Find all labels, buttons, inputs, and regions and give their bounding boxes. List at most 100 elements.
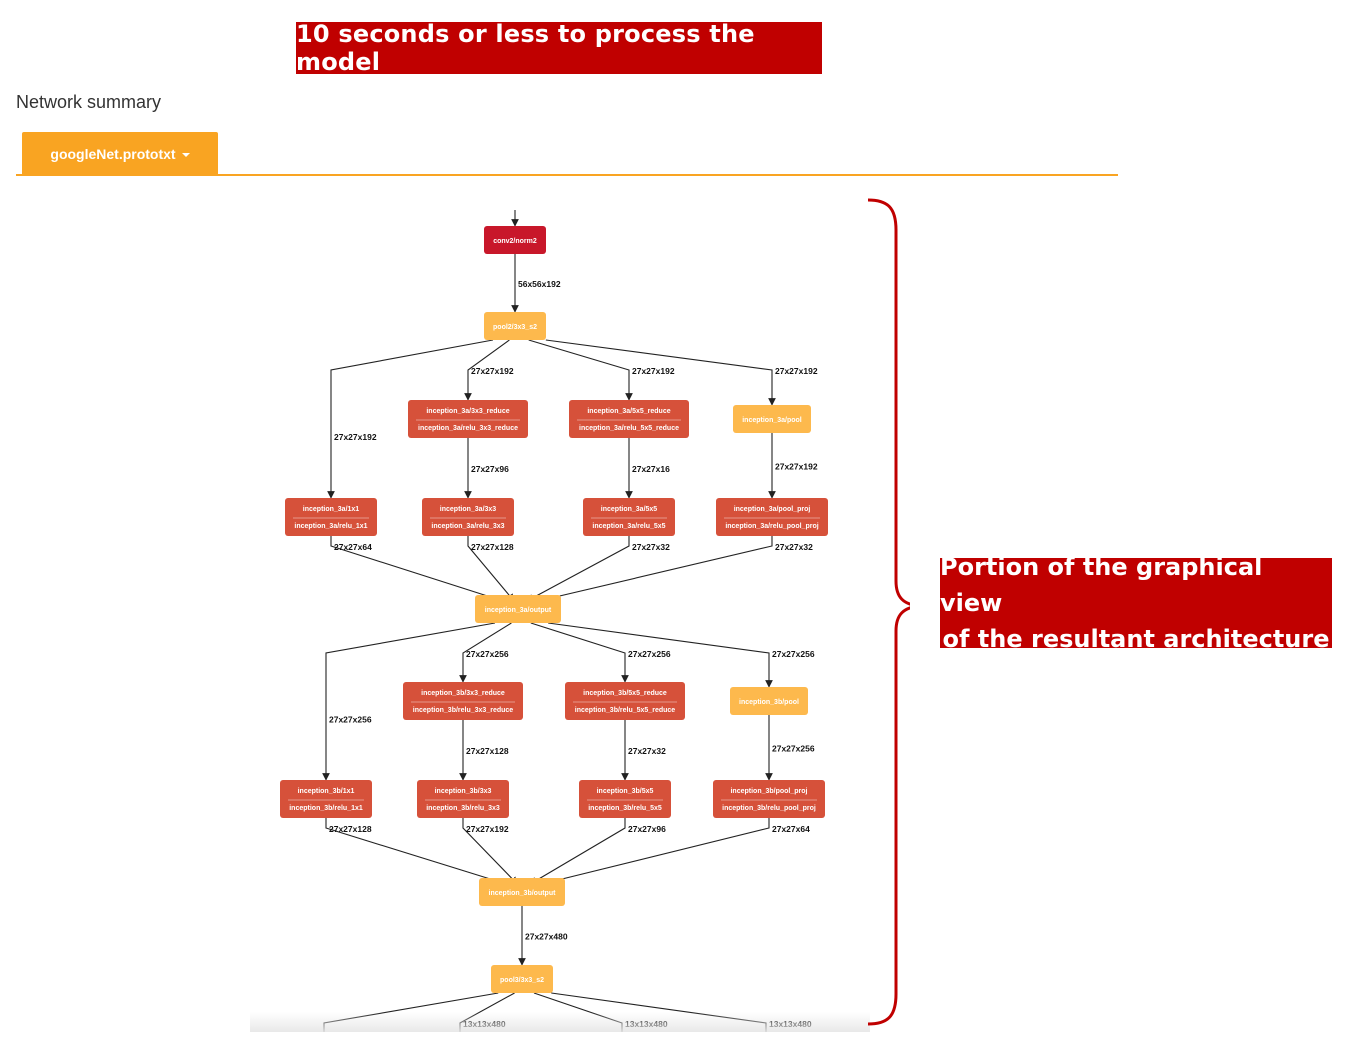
graph-node-sublabel: inception_3b/relu_3x3_reduce <box>413 707 513 714</box>
graph-node-box <box>475 595 561 623</box>
network-graph-svg: 56x56x192 27x27x192 27x27x192 27x27x192 27x2… <box>280 210 828 1032</box>
graph-node-box <box>716 498 828 536</box>
graph-edge: 27x27x256 <box>548 622 815 688</box>
edge-shape-label: 27x27x256 <box>628 649 671 659</box>
graph-node-box <box>422 498 514 536</box>
graph-edge-line <box>325 818 508 886</box>
graph-node-sublabel: inception_3a/relu_1x1 <box>294 523 367 530</box>
graph-edge: 27x27x480 <box>518 906 568 966</box>
graph-node-label: inception_3b/1x1 <box>298 788 355 795</box>
graph-node-n-3b-3x3r[interactable]: inception_3b/3x3_reduceinception_3b/relu… <box>403 682 523 720</box>
process-time-banner: 10 seconds or less to process the model <box>296 20 822 76</box>
edge-shape-label: 27x27x16 <box>632 464 670 474</box>
graph-edge-line <box>462 818 518 885</box>
graph-node-box <box>479 878 565 906</box>
graph-node-n-3a-3x3r[interactable]: inception_3a/3x3_reduceinception_3a/relu… <box>408 400 528 438</box>
graph-node-sublabel: inception_3b/relu_1x1 <box>289 805 363 812</box>
graph-node-n-3a-out[interactable]: inception_3a/output <box>475 595 561 623</box>
graph-edge: 27x27x256 <box>322 622 496 781</box>
edge-shape-label: 27x27x192 <box>466 824 509 834</box>
graph-callout: Portion of the graphical view of the res… <box>940 553 1332 653</box>
graph-node-n-3a-pp[interactable]: inception_3a/pool_projinception_3a/relu_… <box>716 498 828 536</box>
graph-node-box <box>285 498 377 536</box>
graph-edge-line <box>327 339 494 499</box>
graph-scroll-fade <box>250 1012 870 1032</box>
caret-down-icon <box>181 152 190 157</box>
edge-shape-label: 27x27x64 <box>772 824 810 834</box>
graph-edge-line <box>529 818 626 885</box>
callout-line-1: Portion of the graphical view <box>940 553 1263 617</box>
edge-shape-label: 27x27x480 <box>525 932 568 942</box>
edge-shape-label: 27x27x128 <box>329 824 372 834</box>
graph-edge-line <box>464 339 510 401</box>
graph-node-n-3a-5x5r[interactable]: inception_3a/5x5_reduce inception_3a/relu… <box>569 400 689 438</box>
graph-node-n-3b-1x1[interactable]: inception_3b/1x1 inception_3b/relu_1x1 <box>280 780 372 818</box>
graph-node-box <box>491 965 553 993</box>
graph-node-sublabel: inception_3a/relu_3x3 <box>431 523 504 530</box>
graph-edge: 27x27x192 <box>464 339 514 401</box>
graph-node-box <box>484 226 546 254</box>
graph-edge: 27x27x256 <box>459 622 512 683</box>
file-tab-label: googleNet.prototxt <box>50 145 176 162</box>
edge-shape-label: 27x27x256 <box>466 649 509 659</box>
edge-shape-label: 27x27x192 <box>775 366 818 376</box>
graph-node-label: pool3/3x3_s2 <box>500 977 544 984</box>
graph-edge: 27x27x128 <box>459 720 509 781</box>
graph-edge: 27x27x96 <box>464 438 509 499</box>
graph-node-box <box>484 312 546 340</box>
graph-node-label: inception_3a/5x5_reduce <box>587 408 670 415</box>
graph-node-sublabel: inception_3a/relu_5x5 <box>592 523 665 530</box>
graph-node-box <box>730 687 808 715</box>
edge-shape-label: 27x27x96 <box>471 464 509 474</box>
edge-shape-label: 56x56x192 <box>518 279 561 289</box>
graph-node-label: inception_3a/pool <box>742 417 802 424</box>
graph-edge: 27x27x64 <box>541 818 810 887</box>
callout-line-2: of the resultant architecture <box>942 625 1330 653</box>
graph-node-n-3a-pool[interactable]: inception_3a/pool <box>733 405 811 433</box>
edge-shape-label: 27x27x192 <box>471 366 514 376</box>
edge-shape-label: 27x27x64 <box>334 542 372 552</box>
edge-shape-label: 27x27x128 <box>471 542 514 552</box>
graph-node-n-3b-out[interactable]: inception_3b/output <box>479 878 565 906</box>
graph-node-sublabel: inception_3b/relu_5x5_reduce <box>575 707 675 714</box>
graph-node-label: inception_3a/1x1 <box>303 506 360 513</box>
edge-shape-label: 27x27x32 <box>628 746 666 756</box>
graph-edge: 27x27x32 <box>526 536 670 602</box>
edge-shape-label: 27x27x256 <box>772 649 815 659</box>
file-tab-dropdown[interactable]: googleNet.prototxt <box>22 132 218 175</box>
graph-node-n-norm2[interactable]: conv2/norm2 <box>484 226 546 254</box>
graph-node-sublabel: inception_3b/relu_pool_proj <box>722 805 816 812</box>
graph-edge: 27x27x192 <box>768 433 818 499</box>
graph-edge-line <box>548 622 773 688</box>
graph-node-label: conv2/norm2 <box>493 238 537 245</box>
graph-edge: 27x27x96 <box>529 818 666 885</box>
graph-node-n-3b-pp[interactable]: inception_3b/pool_projinception_3b/relu_… <box>713 780 825 818</box>
graph-node-n-pool3[interactable]: pool3/3x3_s2 <box>491 965 553 993</box>
graph-node-label: inception_3b/5x5 <box>597 788 654 795</box>
graph-node-n-pool2[interactable]: pool2/3x3_s2 <box>484 312 546 340</box>
graph-edge-line <box>526 536 630 602</box>
graph-edge-line <box>322 622 496 781</box>
graph-edge: 27x27x32 <box>537 536 813 604</box>
graph-node-n-3b-5x5r[interactable]: inception_3b/5x5_reduceinception_3b/relu… <box>565 682 685 720</box>
graph-edge-line <box>537 536 773 604</box>
graph-node-sublabel: inception_3a/relu_5x5_reduce <box>579 425 679 432</box>
edge-shape-label: 27x27x32 <box>632 542 670 552</box>
graph-edge: 56x56x192 <box>511 254 561 313</box>
graph-edge-line <box>467 536 515 602</box>
graph-edge-line <box>459 622 512 683</box>
edge-shape-label: 27x27x128 <box>466 746 509 756</box>
graph-edge: 27x27x128 <box>325 818 508 886</box>
graph-node-label: inception_3b/3x3 <box>435 788 492 795</box>
graph-edge: 27x27x16 <box>625 438 670 499</box>
edge-shape-label: 27x27x192 <box>334 432 377 442</box>
network-graph[interactable]: 56x56x192 27x27x192 27x27x192 27x27x192 27x2… <box>250 196 870 1032</box>
tab-underline <box>16 174 1118 176</box>
graph-edge-line <box>528 339 633 401</box>
graph-node-n-3b-pool[interactable]: inception_3b/pool <box>730 687 808 715</box>
graph-node-n-3a-1x1[interactable]: inception_3a/1x1 inception_3a/relu_1x1 <box>285 498 377 536</box>
